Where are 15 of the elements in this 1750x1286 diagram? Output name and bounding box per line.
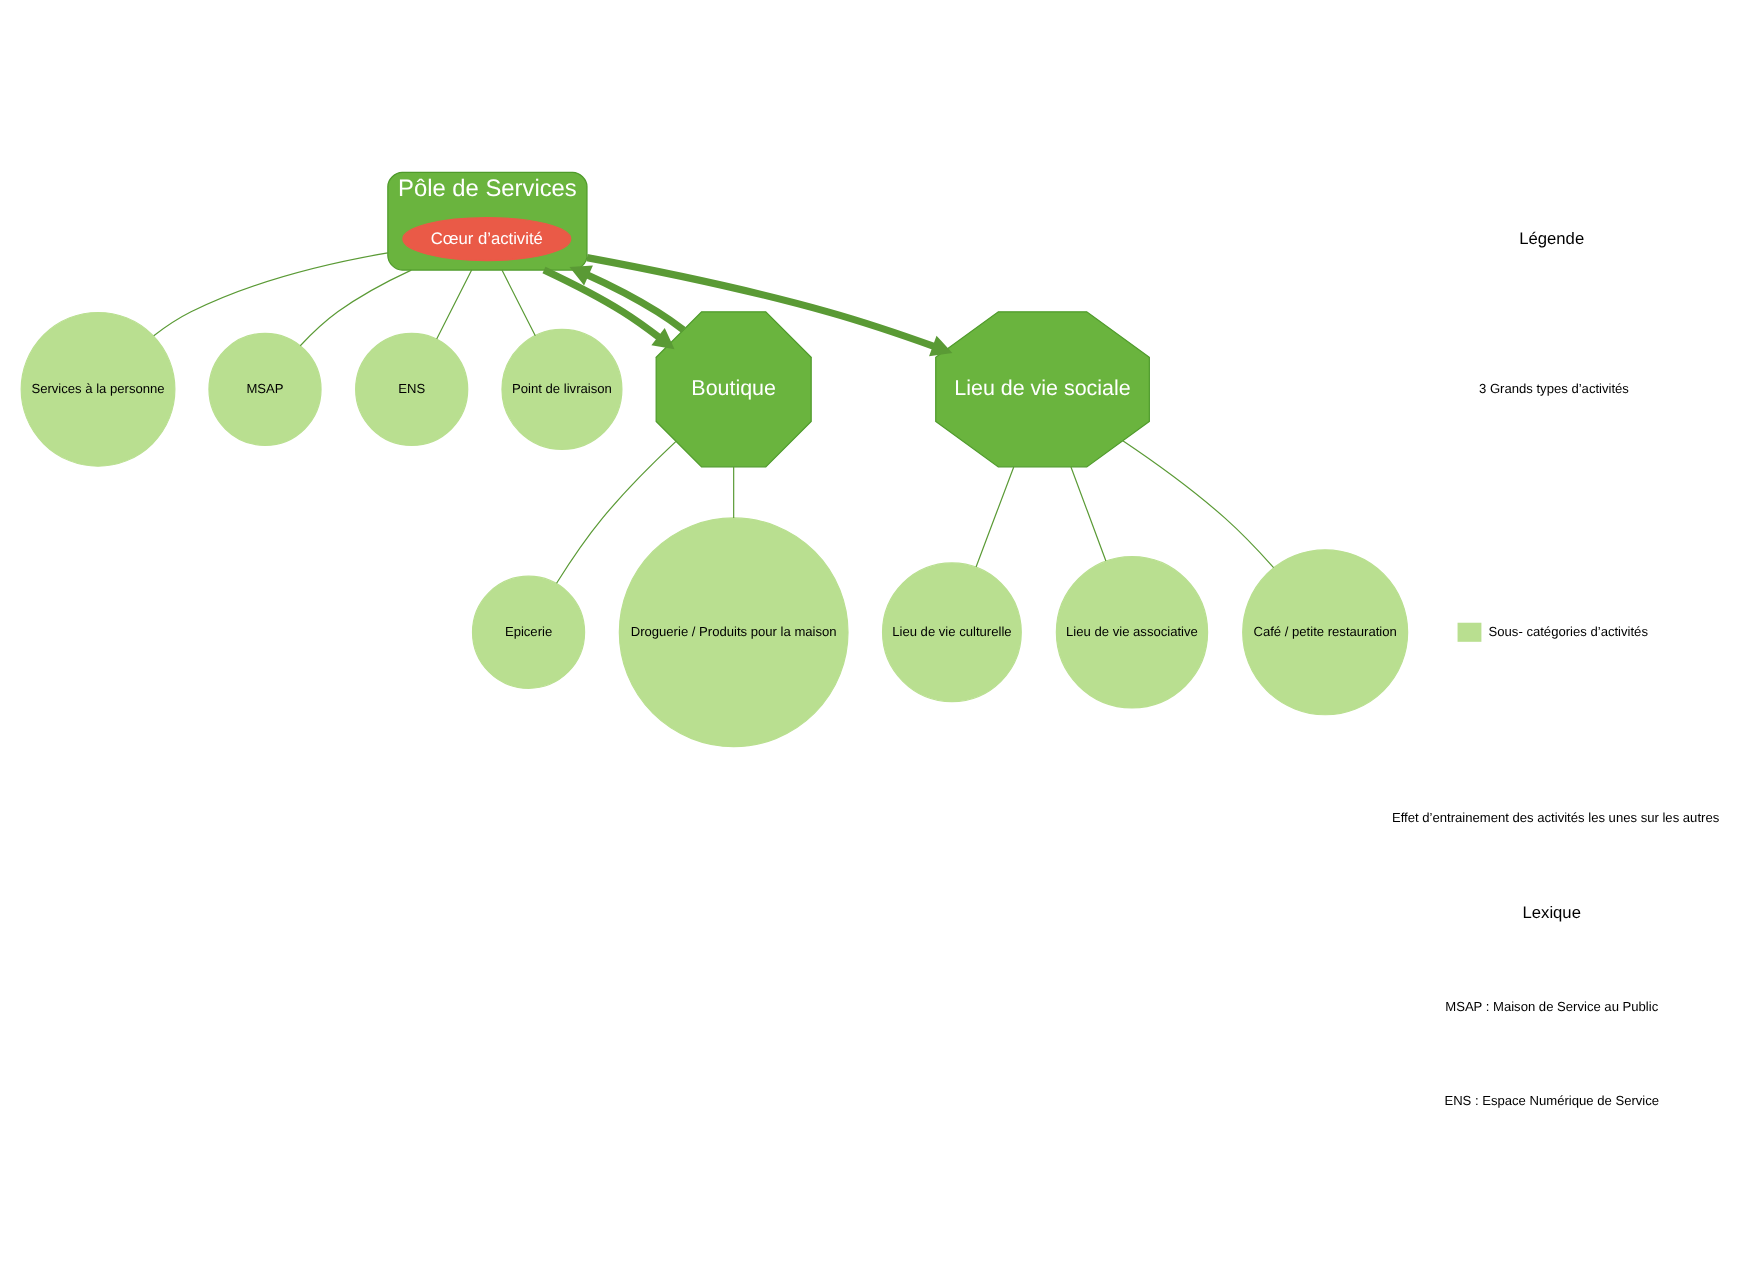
connector bbox=[436, 269, 473, 340]
label: Légende bbox=[1519, 227, 1585, 248]
arrow bbox=[542, 266, 675, 350]
connector bbox=[975, 466, 1015, 568]
connector bbox=[1070, 466, 1107, 562]
node-ellipse: Cœur d’activité bbox=[402, 217, 572, 262]
arrow bbox=[569, 265, 686, 333]
connector bbox=[555, 440, 677, 584]
arrow bbox=[586, 254, 953, 357]
connector bbox=[733, 466, 735, 519]
connector bbox=[153, 252, 389, 337]
connector bbox=[1122, 440, 1275, 569]
connector bbox=[299, 269, 412, 347]
label: Lexique bbox=[1522, 901, 1581, 922]
connector bbox=[501, 269, 536, 337]
